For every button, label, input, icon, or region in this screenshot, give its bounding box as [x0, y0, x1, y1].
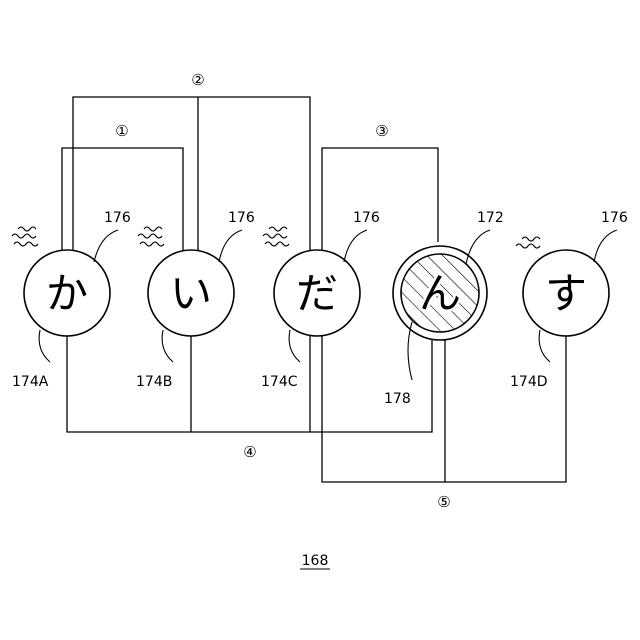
vibration-mark-i: [138, 227, 164, 246]
node-n: ん: [393, 246, 487, 340]
loop-label-2: ②: [191, 71, 204, 89]
node-n-char: ん: [419, 269, 461, 318]
figure-number: 168: [302, 553, 329, 569]
vibration-mark-su: [516, 237, 540, 248]
loop-label-1: ①: [115, 122, 128, 140]
node-su-char: す: [545, 269, 587, 318]
ring-label-i: 176: [228, 210, 255, 226]
node-ka: か: [24, 250, 110, 336]
ref-label-ka: 174A: [12, 374, 49, 390]
node-da-char: だ: [296, 269, 338, 318]
ring-label-n: 172: [477, 210, 504, 226]
node-i: い: [148, 250, 234, 336]
ref-label-su: 174D: [510, 374, 548, 390]
loop-label-5: ⑤: [437, 493, 450, 511]
loop-label-3: ③: [375, 122, 388, 140]
ring-label-ka: 176: [104, 210, 131, 226]
loop-label-4: ④: [243, 443, 256, 461]
ref-label-i: 174B: [136, 374, 172, 390]
node-i-char: い: [170, 269, 212, 318]
vibration-mark-ka: [12, 227, 38, 246]
vibration-mark-da: [263, 227, 289, 246]
node-su: す: [523, 250, 609, 336]
ring-label-su: 176: [601, 210, 628, 226]
ref-label-da: 174C: [261, 374, 298, 390]
vibration-marks: [12, 227, 540, 248]
node-ka-char: か: [46, 269, 88, 318]
ring-label-da: 176: [353, 210, 380, 226]
node-da: だ: [274, 250, 360, 336]
ref-label-n: 178: [384, 391, 411, 407]
